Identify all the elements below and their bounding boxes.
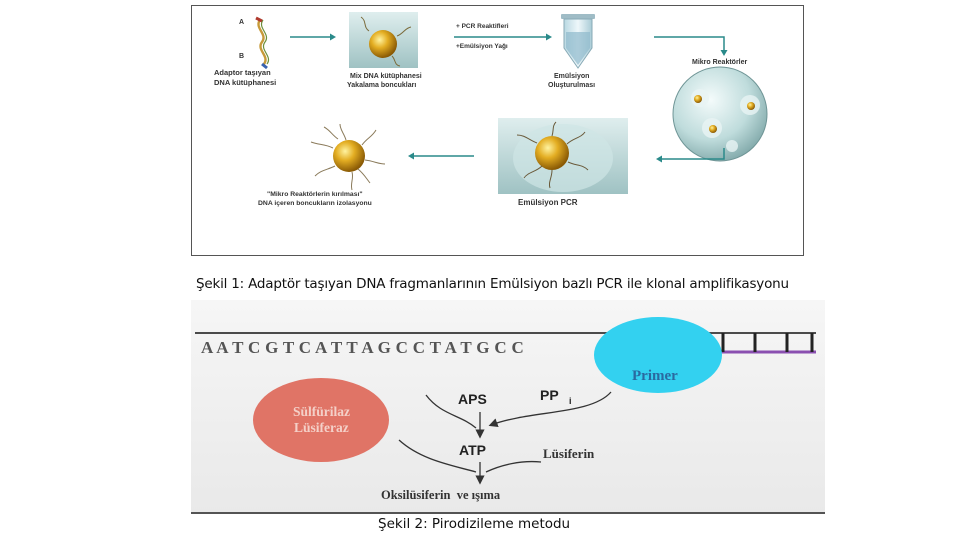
figure-2-caption: Şekil 2: Pirodizileme metodu [378, 516, 571, 532]
figure-1-canvas: A B Adaptor taşıyan DNA kütüphanesi Mix … [214, 12, 768, 207]
emulsion-oil-label: +Emülsiyon Yağı [456, 43, 508, 50]
emulsion-tube [561, 14, 595, 69]
emulsion-label-line-1: Emülsiyon [554, 73, 589, 80]
mix-library-capture-bead [349, 12, 418, 68]
dna-sequence: A A T C G T C A T T A G C C T A T G C C [201, 338, 524, 357]
enzyme-label-line-1: Sülfürilaz [293, 404, 350, 419]
arrow-library-to-mix [290, 33, 336, 41]
dna-library-strands [255, 16, 269, 70]
micro-reactors-droplet [672, 66, 768, 162]
arrow-mix-to-emulsion [454, 33, 552, 41]
primer-ellipse [594, 317, 722, 393]
label-a: A [239, 19, 244, 26]
arrow-reactors-to-pcr [656, 148, 725, 163]
arrow-pcr-to-isolation [408, 152, 474, 160]
primer-label: Primer [632, 368, 678, 384]
figure-1-emulsion-pcr: A B Adaptor taşıyan DNA kütüphanesi Mix … [191, 5, 804, 256]
pathway-arrows [398, 391, 612, 485]
figure-2-pyrosequencing: A A T C G T C A T T A G C C T A T G C C … [191, 300, 825, 514]
emulsion-pcr-label: Emülsiyon PCR [518, 198, 578, 207]
label-b: B [239, 53, 244, 60]
figure-1-caption: Şekil 1: Adaptör taşıyan DNA fragmanları… [196, 276, 789, 292]
mix-label-line-2: Yakalama boncukları [347, 82, 416, 89]
aps-label: APS [458, 391, 487, 407]
emulsion-label-line-2: Oluşturulması [548, 82, 595, 89]
arrow-emulsion-to-reactors [654, 36, 728, 56]
isolation-label-line-2: DNA içeren boncukların izolasyonu [258, 200, 372, 207]
enzyme-label-line-2: Lüsiferaz [294, 420, 349, 435]
micro-reactors-label: Mikro Reaktörler [692, 59, 748, 66]
isolation-label-line-1: "Mikro Reaktörlerin kırılması" [267, 191, 363, 198]
enzyme-ellipse [253, 378, 389, 462]
mix-label-line-1: Mix DNA kütüphanesi [350, 73, 422, 80]
library-label-line-2: DNA kütüphanesi [214, 78, 276, 87]
emulsion-pcr-bead [498, 118, 628, 194]
luciferin-label: Lüsiferin [543, 446, 595, 461]
figure-2-canvas: A A T C G T C A T T A G C C T A T G C C … [191, 300, 825, 514]
library-label-line-1: Adaptor taşıyan [214, 68, 271, 77]
product-label: Oksilüsiferin ve ışıma [381, 488, 501, 502]
isolated-bead [310, 123, 386, 191]
pcr-reagents-label: + PCR Reaktifleri [456, 23, 509, 30]
ppi-subscript: i [569, 396, 572, 406]
ppi-label: PP [540, 387, 559, 403]
atp-label: ATP [459, 442, 486, 458]
